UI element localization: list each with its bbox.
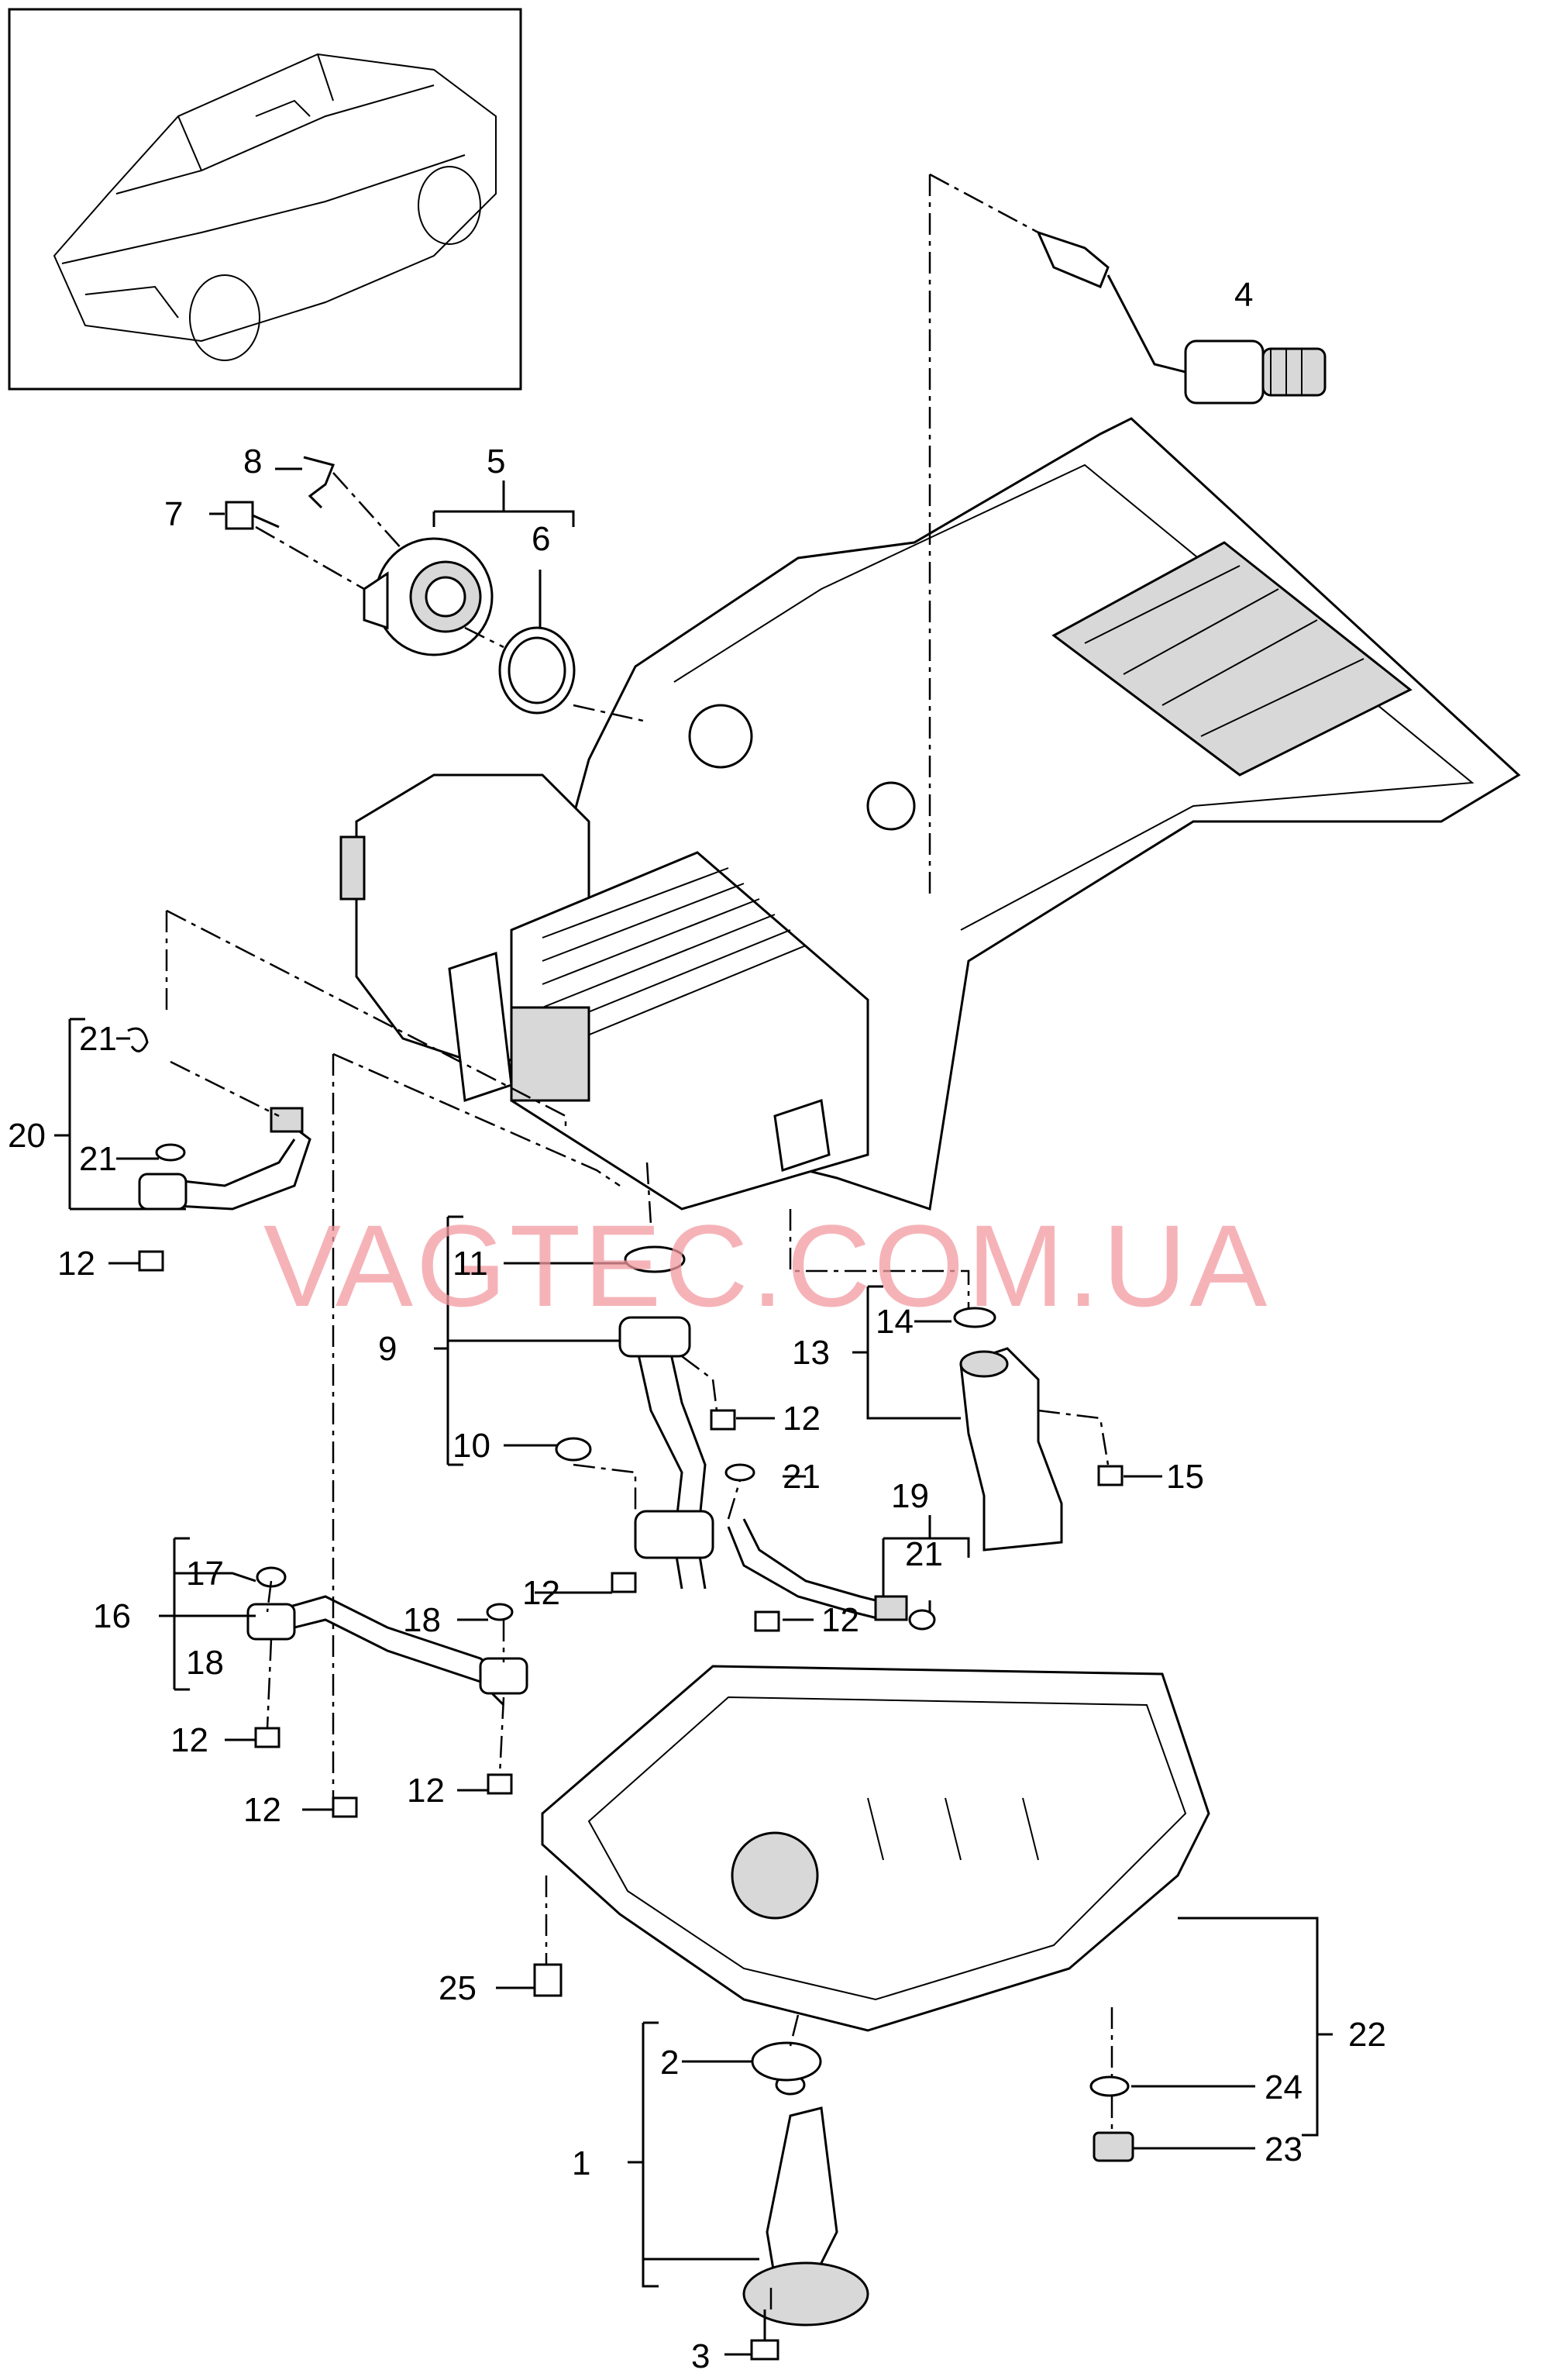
callout-1: 1 — [572, 2144, 590, 2182]
oil-pipe-19 — [724, 1463, 936, 1631]
oil-pipe-20 — [127, 1027, 311, 1211]
bolt-7 — [225, 501, 280, 530]
callout-12-c: 12 — [522, 1574, 560, 1612]
callout-8: 8 — [243, 443, 262, 480]
callout-25: 25 — [439, 1969, 477, 2007]
callout-5: 5 — [487, 443, 505, 480]
callout-3: 3 — [691, 2337, 710, 2375]
callout-24: 24 — [1265, 2068, 1303, 2106]
o-ring-6 — [498, 626, 576, 715]
callout-numbers: 4 5 8 7 6 21 20 21 12 11 9 14 13 12 10 2… — [8, 276, 1386, 2375]
oil-level-sensor — [1036, 230, 1327, 405]
callout-6: 6 — [532, 520, 550, 558]
callout-20: 20 — [8, 1117, 46, 1155]
drain-plug-23 — [1093, 2131, 1134, 2162]
lower-oil-pan — [541, 1665, 1210, 2032]
bolts — [138, 1250, 1124, 1997]
oil-cooler — [510, 851, 869, 1211]
callout-7: 7 — [164, 495, 183, 533]
callout-18-a: 18 — [403, 1601, 441, 1639]
cover-assembly — [363, 537, 494, 656]
callout-10: 10 — [453, 1427, 490, 1465]
callout-21-c: 21 — [783, 1458, 821, 1496]
callout-12-f: 12 — [407, 1772, 445, 1810]
vehicle-thumbnail — [8, 8, 522, 391]
callout-2: 2 — [660, 2044, 679, 2082]
callout-12-a: 12 — [57, 1245, 95, 1283]
callout-16: 16 — [93, 1597, 131, 1635]
watermark: VAGTEC.COM.UA — [263, 1200, 1270, 1331]
callout-23: 23 — [1265, 2130, 1303, 2168]
callout-13: 13 — [792, 1334, 830, 1372]
callout-12-b: 12 — [783, 1400, 821, 1438]
callout-12-d: 12 — [821, 1601, 859, 1639]
callout-14: 14 — [876, 1303, 914, 1341]
seal-24 — [1089, 2075, 1130, 2097]
seal-2 — [751, 2041, 822, 2082]
callout-21-b: 21 — [79, 1140, 117, 1178]
callout-4: 4 — [1234, 276, 1253, 314]
callout-21-a: 21 — [79, 1020, 117, 1058]
callout-19: 19 — [891, 1477, 929, 1515]
callout-22: 22 — [1348, 2016, 1386, 2054]
alignment-lines — [165, 173, 1113, 2309]
bolt-3 — [750, 2309, 779, 2361]
callout-18-b: 18 — [186, 1644, 224, 1682]
callout-11: 11 — [453, 1245, 488, 1283]
callout-12-e: 12 — [170, 1721, 208, 1759]
clip-8 — [303, 456, 336, 509]
oil-pipe-9 — [555, 1245, 714, 1590]
callout-21-d: 21 — [905, 1535, 943, 1573]
callout-9: 9 — [378, 1330, 397, 1368]
oil-pipe-13 — [953, 1307, 1063, 1552]
oil-pipe-16 — [246, 1566, 528, 1707]
leader-lines — [54, 467, 1333, 2356]
callout-17: 17 — [186, 1555, 224, 1593]
callout-15: 15 — [1166, 1458, 1204, 1496]
oil-suction-pipe — [742, 2074, 869, 2327]
callout-12-g: 12 — [243, 1791, 281, 1829]
